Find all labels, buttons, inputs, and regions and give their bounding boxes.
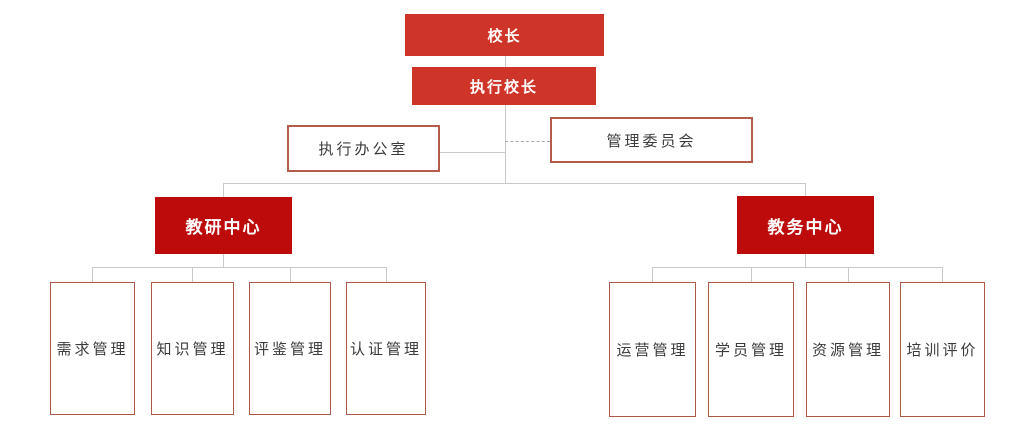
connector-drop-leaf bbox=[942, 267, 943, 282]
org-node-certification-management: 认证管理 bbox=[346, 282, 426, 415]
connector-drop-leaf bbox=[848, 267, 849, 282]
org-node-resource-management: 资源管理 bbox=[806, 282, 890, 417]
connector-drop-leaf bbox=[192, 267, 193, 282]
connector-right-children-horizontal bbox=[652, 267, 943, 268]
connector-drop-center-left bbox=[223, 183, 224, 197]
connector-center-left-stem bbox=[223, 254, 224, 267]
connector-center-right-stem bbox=[805, 254, 806, 267]
connector-drop-leaf bbox=[92, 267, 93, 282]
org-node-operations-management: 运营管理 bbox=[609, 282, 696, 417]
org-node-training-evaluation: 培训评价 bbox=[900, 282, 985, 417]
org-node-demand-management: 需求管理 bbox=[50, 282, 135, 415]
org-node-teaching-research-center: 教研中心 bbox=[155, 197, 292, 254]
connector-drop-leaf bbox=[386, 267, 387, 282]
connector-drop-leaf bbox=[290, 267, 291, 282]
org-node-executive-office: 执行办公室 bbox=[287, 125, 440, 172]
org-node-principal: 校长 bbox=[405, 14, 604, 56]
connector-left-children-horizontal bbox=[92, 267, 386, 268]
connector-drop-leaf bbox=[652, 267, 653, 282]
connector-deputy-trunk bbox=[505, 105, 506, 183]
connector-exec-office-solid bbox=[440, 152, 505, 153]
org-node-student-management: 学员管理 bbox=[708, 282, 794, 417]
connector-centers-horizontal bbox=[223, 183, 805, 184]
org-node-knowledge-management: 知识管理 bbox=[151, 282, 234, 415]
connector-committee-dashed bbox=[505, 141, 550, 142]
connector-drop-center-right bbox=[805, 183, 806, 196]
org-node-executive-principal: 执行校长 bbox=[412, 67, 596, 105]
org-node-academic-affairs-center: 教务中心 bbox=[737, 196, 874, 254]
connector-drop-leaf bbox=[751, 267, 752, 282]
org-node-evaluation-management: 评鉴管理 bbox=[249, 282, 331, 415]
org-node-management-committee: 管理委员会 bbox=[550, 117, 753, 163]
connector-principal-to-deputy bbox=[505, 56, 506, 67]
